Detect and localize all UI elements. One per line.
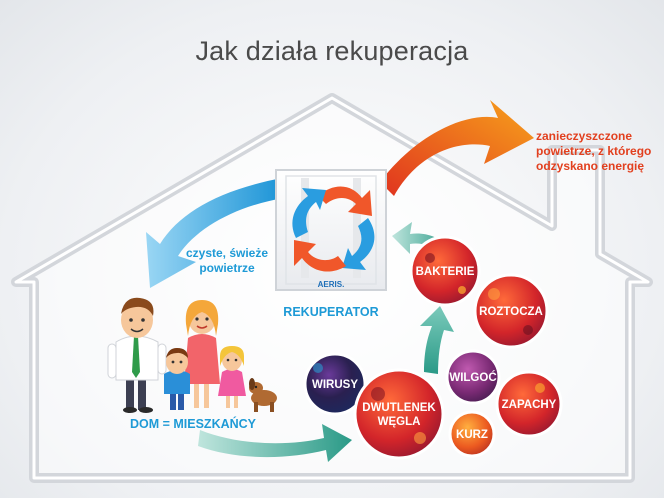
pollutant-label-wilgoc: WILGOĆ bbox=[449, 371, 496, 384]
brand-logo: AERIS. bbox=[318, 280, 345, 289]
pollutant-label-wirusy: WIRUSY bbox=[312, 379, 358, 391]
father-figure bbox=[107, 297, 167, 413]
residents-label: DOM = MIESZKAŃCY bbox=[130, 416, 257, 431]
pollutant-kurz: KURZ bbox=[448, 410, 496, 458]
dog-figure bbox=[249, 378, 277, 412]
pollutant-bakterie: BAKTERIE bbox=[409, 235, 481, 307]
indoor-air-arrow bbox=[198, 424, 352, 462]
exhaust-line-2: powietrze, z którego bbox=[536, 144, 652, 158]
fresh-air-label: czyste, świeże powietrze bbox=[172, 246, 282, 276]
family-illustration bbox=[107, 297, 277, 413]
pollutant-dwutlenek-wegla: DWUTLENEK WĘGLA bbox=[353, 368, 445, 460]
pollutant-label-kurz: KURZ bbox=[456, 429, 488, 441]
mother-figure bbox=[184, 300, 220, 408]
pollutant-wirusy: WIRUSY bbox=[303, 352, 367, 416]
pollutant-roztocza: ROZTOCZA bbox=[473, 273, 549, 349]
recuperator-unit: AERIS. bbox=[275, 169, 387, 291]
pollutant-label-dwutlenek: DWUTLENEK bbox=[362, 402, 436, 414]
pollutant-label-bakterie: BAKTERIE bbox=[416, 266, 475, 278]
pollutant-label-zapachy: ZAPACHY bbox=[502, 399, 557, 411]
exhaust-air-arrow bbox=[380, 100, 534, 196]
pollutant-wilgoc: WILGOĆ bbox=[445, 349, 501, 405]
page-title: Jak działa rekuperacja bbox=[195, 36, 469, 66]
exhaust-air-label: zanieczyszczone powietrze, z którego odz… bbox=[536, 129, 656, 174]
recuperator-label: REKUPERATOR bbox=[283, 305, 378, 319]
fresh-air-arrow bbox=[146, 178, 284, 288]
pollutant-label-roztocza: ROZTOCZA bbox=[479, 306, 543, 318]
boy-figure bbox=[164, 348, 190, 410]
fresh-line-1: czyste, świeże bbox=[185, 246, 269, 260]
girl-figure bbox=[218, 346, 246, 408]
pollutant-badges: BAKTERIE ROZTOCZA WILGOĆ ZAPACHY KURZ WI… bbox=[303, 235, 563, 460]
exhaust-line-1: zanieczyszczone bbox=[536, 129, 633, 143]
fresh-line-2: powietrze bbox=[199, 261, 255, 275]
polluted-air-up-arrow bbox=[420, 306, 454, 374]
exhaust-line-3: odzyskano energię bbox=[536, 159, 645, 173]
pollutant-label-wegla: WĘGLA bbox=[378, 416, 421, 428]
pollutant-zapachy: ZAPACHY bbox=[495, 370, 563, 438]
